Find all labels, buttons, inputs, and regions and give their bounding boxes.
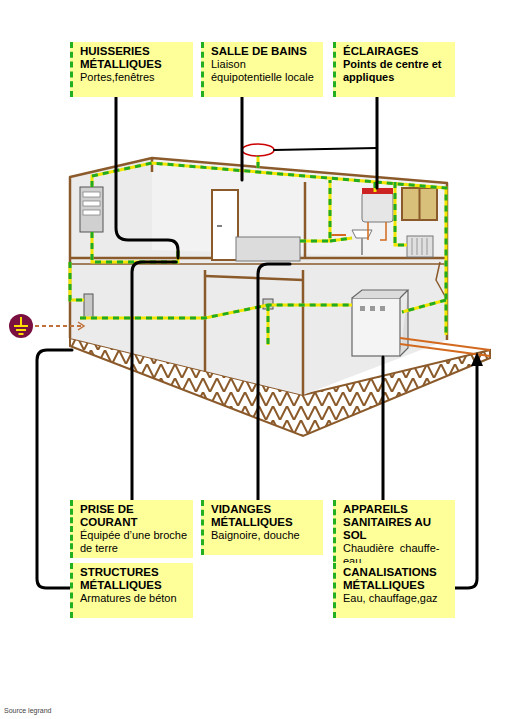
panel-row: [83, 192, 100, 197]
box-heading: STRUCTURES MÉTALLIQUES: [80, 566, 189, 592]
wall-edge: [151, 158, 154, 172]
box-body: Baignoire, douche: [211, 529, 319, 542]
earth-bar: [84, 294, 93, 318]
earth-symbol: [14, 317, 28, 334]
boiler-control: [380, 306, 385, 311]
box-body: Points de centre et appliques: [343, 58, 451, 84]
door-handle: [217, 225, 222, 227]
ceiling-light: [242, 144, 274, 156]
leader-line: [37, 350, 72, 588]
label-box: VIDANGES MÉTALLIQUESBaignoire, douche: [201, 500, 323, 555]
bathtub: [236, 237, 300, 261]
leader-line: [455, 364, 477, 588]
sink: [352, 230, 372, 238]
label-box: ÉCLAIRAGESPoints de centre et appliques: [333, 42, 455, 97]
window-frame: [419, 188, 421, 220]
earth-arrow: [78, 322, 84, 330]
label-box: STRUCTURES MÉTALLIQUESArmatures de béton: [70, 563, 193, 618]
boiler: [352, 298, 400, 356]
leader-line: [241, 97, 244, 180]
box-heading: VIDANGES MÉTALLIQUES: [211, 503, 319, 529]
water-heater: [362, 192, 393, 222]
interior-wall: [205, 276, 303, 280]
source-note: Source legrand: [4, 707, 51, 714]
box-heading: APPAREILS SANITAIRES AU SOL: [343, 503, 451, 542]
label-box: APPAREILS SANITAIRES AU SOLChaudière cha…: [333, 500, 455, 571]
leader-line: [274, 148, 377, 150]
box-body: Équipée d’une broche de terre: [80, 529, 189, 555]
leader-line: [376, 97, 379, 188]
label-box: CANALISATIONS MÉTALLIQUESEau, chauffage,…: [333, 563, 455, 618]
box-body: Armatures de béton: [80, 592, 189, 605]
label-box: PRISE DE COURANTÉquipée d’une broche de …: [70, 500, 193, 558]
box-heading: HUISSERIES MÉTALLIQUES: [80, 45, 189, 71]
sink-stand: [361, 238, 363, 255]
panel-row: [83, 210, 100, 215]
label-box: HUISSERIES MÉTALLIQUESPortes,fenêtres: [70, 42, 193, 97]
leader-lines: [37, 97, 477, 588]
box-heading: ÉCLAIRAGES: [343, 45, 451, 58]
interior-wall: [302, 270, 305, 395]
earth-symbol: [9, 314, 33, 338]
interior-wall: [204, 270, 207, 372]
radiator-fins: [412, 238, 427, 255]
box-heading: CANALISATIONS MÉTALLIQUES: [343, 566, 451, 592]
bathroom-wall: [304, 182, 307, 258]
earth-conductor: [35, 325, 84, 327]
boiler-side: [352, 290, 408, 356]
water-pipe: [368, 222, 386, 240]
electrical-panel: [80, 187, 103, 232]
window: [402, 188, 437, 220]
radiator: [407, 236, 433, 257]
box-heading: SALLE DE BAINS: [211, 45, 319, 58]
leader-arrowhead: [471, 352, 483, 366]
leader-line: [132, 262, 176, 500]
box-heading: PRISE DE COURANT: [80, 503, 189, 529]
leader-line: [382, 357, 385, 500]
box-body: Eau, chauffage,gaz: [343, 592, 451, 605]
leader-line: [116, 97, 178, 258]
box-body: Liaison équipotentielle locale: [211, 58, 319, 84]
label-box: SALLE DE BAINSLiaison équipotentielle lo…: [201, 42, 323, 97]
panel-row: [83, 201, 100, 206]
leader-line: [258, 264, 290, 500]
water-pipe: [330, 234, 346, 236]
box-body: Portes,fenêtres: [80, 71, 189, 84]
door: [212, 190, 238, 260]
boiler-control: [370, 306, 375, 311]
boiler-control: [360, 306, 365, 311]
